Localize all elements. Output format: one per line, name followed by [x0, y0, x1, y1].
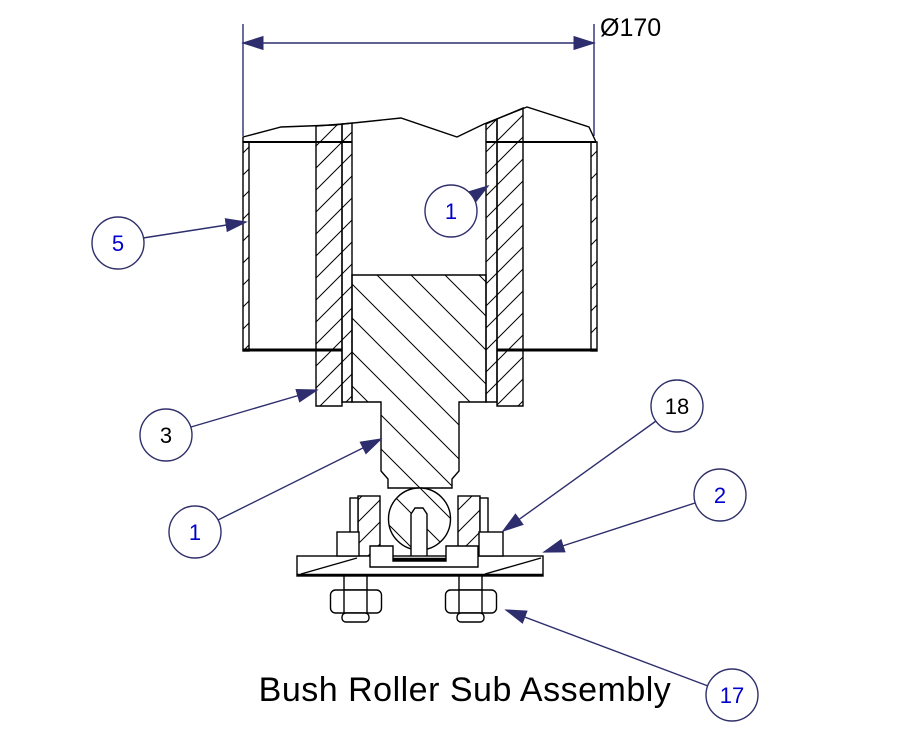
- balloon-2: 2: [693, 468, 747, 522]
- bolt-left: [329, 575, 383, 623]
- drawing-title: Bush Roller Sub Assembly: [259, 671, 672, 709]
- balloon-circle: [693, 468, 747, 522]
- bolt-shank: [343, 575, 368, 591]
- leader-balloon-18: [501, 420, 657, 533]
- dimension-label: Ø170: [600, 14, 661, 42]
- balloon-17: 17: [705, 668, 759, 722]
- balloon-label: 2: [714, 483, 726, 508]
- leader-balloon-17: [504, 609, 709, 687]
- bolt-end: [341, 612, 370, 623]
- roller-wall-left: [242, 141, 250, 352]
- nut: [444, 589, 498, 614]
- pin-shaft: [351, 274, 487, 489]
- pin-tip: [410, 507, 428, 558]
- balloon-label: 3: [160, 423, 172, 448]
- balloon-circle: [168, 505, 222, 559]
- leader-balloon-3: [190, 388, 319, 428]
- bolt-shank: [458, 575, 483, 591]
- spacer-block-left: [336, 531, 360, 557]
- balloon-1-bottom: 1: [168, 505, 222, 559]
- bolt-end: [456, 612, 485, 623]
- dimension-annotation: Ø170: [241, 14, 661, 136]
- bush-inner-sleeve-right: [485, 117, 498, 403]
- leader-balloon-2: [542, 502, 696, 553]
- leader-balloon-1-bottom: [217, 438, 383, 521]
- bush-roller-drawing: [242, 106, 598, 623]
- balloon-label: 18: [665, 394, 689, 419]
- balloon-label: 1: [189, 520, 201, 545]
- balloon-label: 17: [720, 683, 744, 708]
- balloon-circle: [650, 379, 704, 433]
- balloon-1-top: 1: [424, 184, 478, 238]
- leader-lines: [142, 184, 709, 687]
- plate-hatch-right: [484, 557, 542, 575]
- leader-balloon-5: [142, 218, 248, 239]
- balloon-3: 3: [139, 408, 193, 462]
- bush-outer-sleeve-left: [315, 123, 343, 407]
- bolt-right: [444, 575, 498, 623]
- roller-wall-right: [590, 141, 598, 352]
- roller-top-break-profile: [242, 106, 597, 143]
- balloon-circle: [91, 216, 145, 270]
- nut: [329, 589, 383, 614]
- balloon-circle: [139, 408, 193, 462]
- bush-inner-sleeve-left: [341, 122, 353, 403]
- balloon-circle: [424, 184, 478, 238]
- plate-hatch-left: [300, 557, 358, 575]
- spacer-block-right: [478, 531, 504, 557]
- balloon-5: 5: [91, 216, 145, 270]
- balloon-label: 5: [112, 231, 124, 256]
- balloon-callouts: 5 1 3 1 18 2 17: [91, 184, 759, 722]
- balloon-circle: [705, 668, 759, 722]
- balloon-18: 18: [650, 379, 704, 433]
- leader-balloon-1-top: [467, 184, 490, 204]
- balloon-label: 1: [445, 199, 457, 224]
- clevis-saddle: [369, 545, 479, 568]
- bush-outer-sleeve-right: [496, 106, 524, 407]
